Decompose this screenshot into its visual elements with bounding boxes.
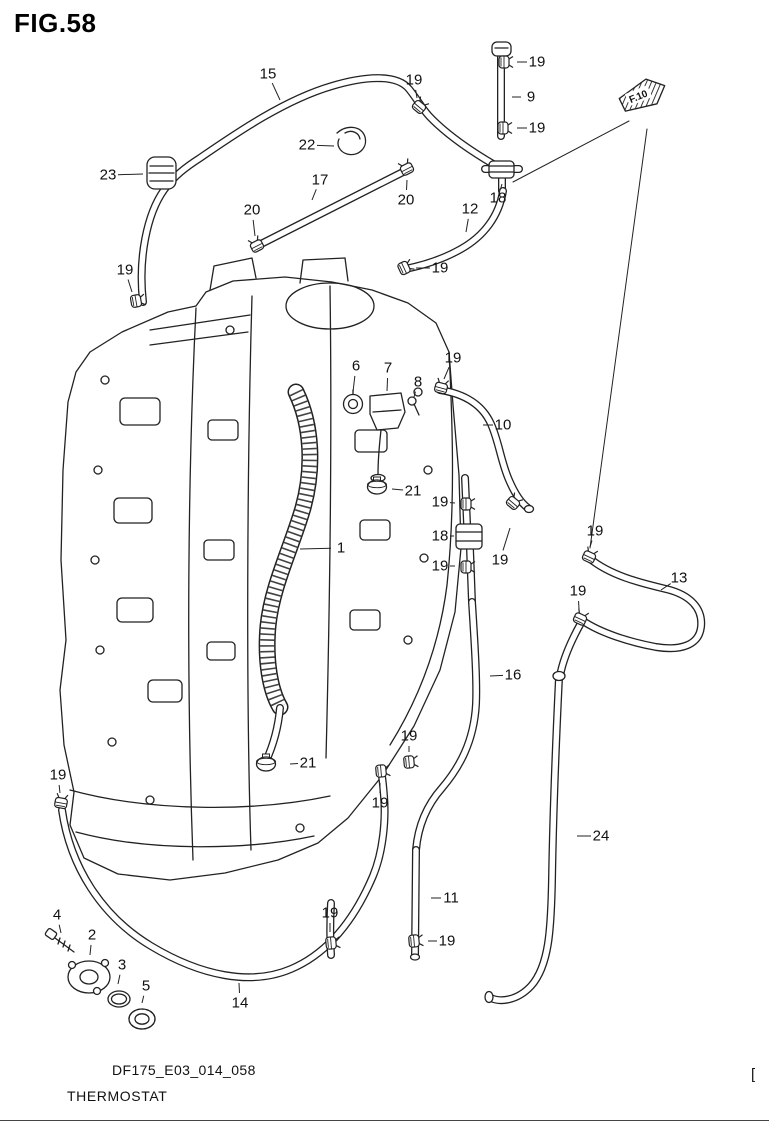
part-label-19: 19 — [116, 261, 134, 279]
part-label-19: 19 — [528, 119, 546, 137]
engine-block — [59, 257, 462, 881]
leader-line — [502, 527, 511, 551]
part-label-6: 6 — [351, 357, 361, 375]
part-label-19: 19 — [431, 557, 449, 575]
direction-arrow-badge: F.10 — [618, 78, 666, 112]
part-label-15: 15 — [259, 65, 277, 83]
part-label-19: 19 — [49, 766, 67, 784]
housing-2 — [67, 958, 111, 996]
part-label-19: 19 — [438, 932, 456, 950]
cap-5 — [128, 1008, 156, 1030]
bolt-4 — [44, 927, 75, 953]
part-label-12: 12 — [461, 200, 479, 218]
part-label-19: 19 — [321, 904, 339, 922]
part-label-19: 19 — [405, 71, 423, 89]
part-label-23: 23 — [99, 166, 117, 184]
part-label-19: 19 — [569, 582, 587, 600]
part-label-16: 16 — [504, 666, 522, 684]
fittings: F.10 — [44, 41, 666, 1030]
part-label-21: 21 — [404, 482, 422, 500]
part-label-9: 9 — [526, 88, 536, 106]
leader-line — [316, 144, 335, 147]
leader-line — [117, 974, 121, 985]
leader-line — [271, 82, 281, 101]
leader-line — [58, 784, 61, 794]
leader-line — [489, 674, 504, 677]
part-label-18: 18 — [489, 189, 507, 207]
hose-24-bottom-end — [484, 990, 494, 1004]
leader-line — [352, 375, 356, 393]
part-label-19: 19 — [431, 493, 449, 511]
part-label-19: 19 — [371, 794, 389, 812]
part-label-18: 18 — [431, 527, 449, 545]
drawing-code: DF175_E03_014_058 — [112, 1062, 256, 1078]
part-label-19: 19 — [431, 259, 449, 277]
part-label-19: 19 — [444, 349, 462, 367]
hose-24-top-end — [552, 670, 566, 682]
hose-10-end — [523, 504, 535, 514]
engine-block-outline — [59, 276, 462, 881]
footer-rule — [0, 1120, 769, 1121]
leader-line — [141, 995, 145, 1004]
leader-line — [465, 218, 469, 233]
figure-caption: THERMOSTAT — [67, 1088, 168, 1104]
part-label-20: 20 — [397, 191, 415, 209]
part-label-4: 4 — [52, 906, 62, 924]
part-label-11: 11 — [443, 889, 459, 907]
part-label-2: 2 — [87, 926, 97, 944]
part-label-19: 19 — [528, 53, 546, 71]
leader-line — [391, 488, 404, 491]
part-label-14: 14 — [231, 994, 249, 1012]
part-label-10: 10 — [494, 416, 512, 434]
page-edge-mark: [ — [751, 1066, 756, 1083]
part-label-24: 24 — [592, 827, 610, 845]
figure-title: FIG.58 — [14, 8, 97, 38]
thermostat-6 — [342, 389, 364, 415]
hose-11-end — [409, 953, 421, 961]
part-label-1: 1 — [336, 539, 346, 557]
leader-line — [500, 183, 503, 189]
part-label-19: 19 — [400, 727, 418, 745]
part-label-22: 22 — [298, 136, 316, 154]
leader-line — [406, 179, 408, 191]
part-label-21: 21 — [299, 754, 317, 772]
leader-line — [58, 924, 62, 934]
grommet-23 — [146, 156, 177, 190]
leader-line — [413, 391, 416, 398]
part-label-19: 19 — [586, 522, 604, 540]
part-label-17: 17 — [311, 171, 329, 189]
part-label-20: 20 — [243, 201, 261, 219]
leader-line — [660, 583, 671, 591]
part-label-13: 13 — [670, 569, 688, 587]
leader-line — [127, 279, 133, 293]
leader-line — [89, 944, 92, 956]
leader-line — [117, 173, 144, 176]
part-label-7: 7 — [383, 359, 393, 377]
tee-body-18 — [488, 160, 515, 179]
leader-line — [589, 540, 593, 548]
bolt-8 — [407, 396, 420, 416]
leader-line — [299, 547, 332, 550]
leader-line — [443, 366, 450, 380]
part-label-8: 8 — [413, 373, 423, 391]
part-label-5: 5 — [141, 977, 151, 995]
part-label-3: 3 — [117, 956, 127, 974]
joint-18-mid — [455, 523, 483, 550]
clip-22 — [336, 126, 367, 156]
leader-line — [311, 189, 317, 201]
gasket-3 — [107, 990, 131, 1008]
leader-line — [238, 982, 241, 994]
part-label-19: 19 — [491, 551, 509, 569]
leader-line — [252, 219, 256, 237]
leader-line — [386, 377, 389, 392]
leader-line — [415, 89, 418, 99]
